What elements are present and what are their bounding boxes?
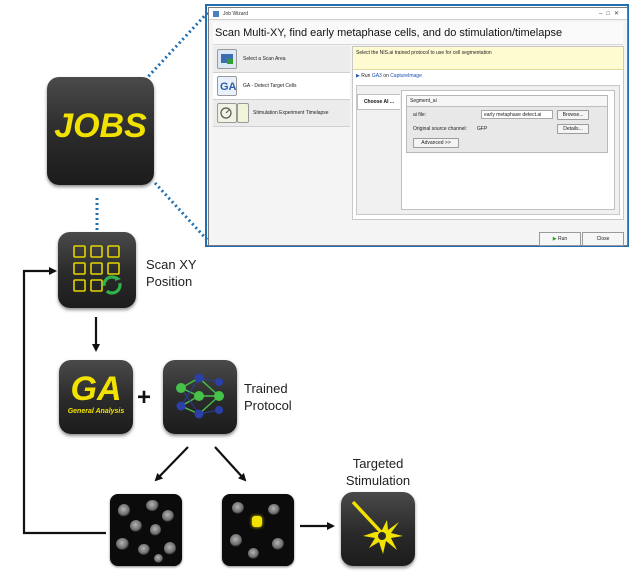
microscopy-image-target: [222, 494, 294, 566]
play-icon: ▶: [552, 236, 557, 242]
segment-ai-group: Segment_ai ai file: early metaphase dete…: [406, 95, 608, 153]
run-on: on: [383, 73, 389, 79]
targeted-stimulation-label: Targeted Stimulation: [336, 455, 420, 489]
stimulation-icon: [217, 103, 237, 123]
microscopy-image-cells: [110, 494, 182, 566]
wizard-steps: Select a Scan Area GA GA - Detect Target…: [213, 46, 350, 127]
step-stimulation-timelapse[interactable]: Stimulation Experiment Timelapse: [213, 100, 350, 127]
zoom-line-top: [143, 8, 212, 82]
segment-title: Segment_ai: [410, 98, 437, 104]
tab-content: Segment_ai ai file: early metaphase dete…: [401, 90, 615, 210]
wizard-heading: Scan Multi-XY, find early metaphase cell…: [213, 22, 623, 45]
run-prefix: Run: [361, 73, 371, 79]
run-button-label: Run: [558, 236, 568, 242]
job-wizard-window: Job Wizard –□✕ Scan Multi-XY, find early…: [208, 7, 628, 246]
browse-button[interactable]: Browse...: [557, 110, 589, 120]
scan-label-line2: Position: [146, 274, 193, 289]
step-ga-detect-target-cells[interactable]: GA GA - Detect Target Cells: [213, 73, 350, 100]
jobs-tile: JOBS: [47, 77, 154, 185]
trained-protocol-label: Trained Protocol: [244, 380, 304, 414]
feedback-loop-arrow: [22, 267, 106, 535]
run-arrow-icon: ▶: [356, 73, 360, 79]
step-select-scan-area[interactable]: Select a Scan Area: [213, 46, 350, 73]
ga-text: GA: [70, 370, 122, 408]
laser-burst-icon: [351, 500, 403, 554]
target-cell-marker: [252, 516, 262, 527]
laser-icon: [237, 103, 249, 123]
ga-tile: GA General Analysis: [59, 360, 133, 434]
hint-banner: Select the NIS.ai trained protocol to us…: [353, 47, 623, 70]
ga-subtext: General Analysis: [67, 408, 125, 415]
targeted-stimulation-tile: [341, 492, 415, 566]
scan-label-line1: Scan XY: [146, 257, 197, 272]
run-row: ▶ Run GA3 on CaptureImage: [356, 73, 422, 79]
step-label: GA - Detect Target Cells: [243, 83, 297, 89]
targeted-label-line2: Stimulation: [345, 473, 411, 488]
source-channel-value: GFP: [477, 126, 488, 132]
ga-icon: GA: [217, 76, 237, 96]
zoom-line-bottom: [153, 181, 212, 245]
run-ga-link[interactable]: GA3: [371, 73, 382, 79]
segment-title-bar: [407, 96, 607, 107]
details-button[interactable]: Details...: [557, 124, 589, 134]
trained-label-line1: Trained: [244, 381, 288, 396]
trained-label-line2: Protocol: [244, 398, 292, 413]
window-title: Job Wizard: [223, 11, 249, 17]
run-button[interactable]: ▶ Run: [539, 232, 581, 246]
step-label: Select a Scan Area: [243, 56, 286, 62]
scan-area-icon: [217, 49, 237, 69]
close-button[interactable]: Close: [582, 232, 624, 246]
targeted-label-line1: Targeted: [352, 456, 404, 471]
tab-choose-ai[interactable]: Choose AI ...: [357, 94, 400, 110]
grid-scan-icon: [73, 245, 122, 295]
advanced-button[interactable]: Advanced >>: [413, 138, 459, 148]
source-channel-label: Original source channel:: [413, 126, 467, 132]
run-target-link[interactable]: CaptureImage: [390, 73, 422, 79]
arrow-protocol-to-image2: [214, 446, 247, 482]
jobs-text: JOBS: [54, 107, 147, 145]
plus-sign: +: [137, 384, 152, 411]
neural-network-icon: [176, 373, 224, 419]
step-detail-pane: Select the NIS.ai trained protocol to us…: [352, 46, 624, 220]
scan-xy-label: Scan XY Position: [146, 256, 204, 290]
wizard-window-frame: [205, 4, 629, 247]
step-label: Stimulation Experiment Timelapse: [253, 110, 329, 116]
ai-file-label: ai file:: [413, 112, 427, 118]
window-titlebar: Job Wizard –□✕: [209, 8, 627, 20]
window-controls[interactable]: –□✕: [599, 11, 623, 17]
app-icon: [213, 11, 219, 17]
tab-panel: Choose AI ... Segment_ai ai file: early …: [356, 85, 620, 215]
ai-file-field[interactable]: early metaphase detect.ai: [481, 110, 553, 119]
arrow-protocol-to-image1: [154, 446, 189, 482]
trained-protocol-tile: [163, 360, 237, 434]
svg-text:GA: GA: [220, 81, 236, 93]
scan-xy-tile: [58, 232, 136, 308]
